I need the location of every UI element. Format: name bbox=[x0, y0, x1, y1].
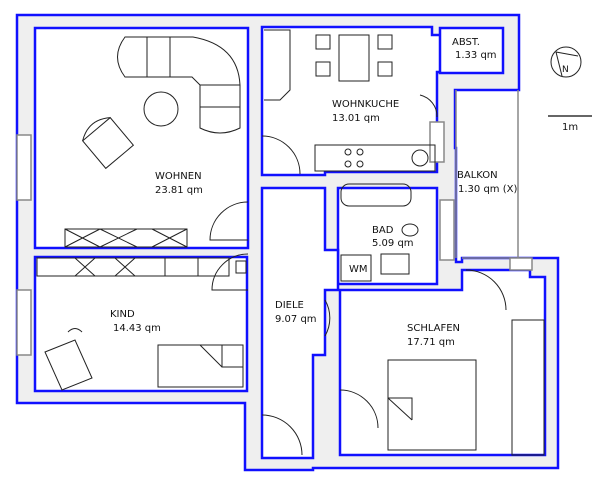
label-diele-name: DIELE bbox=[275, 300, 304, 311]
double-bed bbox=[387, 359, 477, 451]
label-bad-name: BAD bbox=[372, 225, 394, 236]
label-kind-name: KIND bbox=[110, 309, 135, 320]
sideboard-wohnen bbox=[64, 228, 188, 248]
toilet bbox=[401, 223, 419, 237]
chimney bbox=[235, 260, 247, 274]
bathtub bbox=[340, 183, 412, 207]
compass-label: N bbox=[562, 65, 569, 75]
scale-label: 1m bbox=[562, 122, 578, 133]
room-diele bbox=[260, 186, 340, 460]
room-kind bbox=[33, 255, 249, 393]
label-abst-area: 1.33 qm bbox=[455, 50, 497, 61]
label-wohnen-name: WOHNEN bbox=[155, 171, 202, 182]
label-bad-area: 5.09 qm bbox=[372, 238, 414, 249]
dining-table bbox=[315, 34, 393, 82]
washing-machine bbox=[340, 254, 372, 282]
label-schlafen-name: SCHLAFEN bbox=[407, 323, 460, 334]
label-balkon-area: 1.30 qm (X) bbox=[458, 184, 517, 195]
room-abst bbox=[438, 26, 505, 75]
shelf-kind bbox=[36, 257, 230, 277]
label-balkon-name: BALKON bbox=[457, 170, 498, 181]
bed-kind bbox=[157, 344, 244, 388]
north-arrow-icon: N bbox=[550, 46, 582, 78]
windows bbox=[16, 121, 533, 356]
armchair bbox=[81, 116, 135, 170]
sofa bbox=[117, 36, 241, 134]
label-kind-area: 14.43 qm bbox=[113, 323, 161, 334]
washbasin bbox=[380, 253, 410, 275]
washing-machine-label: WM bbox=[349, 264, 368, 275]
kitchen-cabinet bbox=[264, 29, 291, 101]
label-schlafen-area: 17.71 qm bbox=[407, 337, 455, 348]
desk bbox=[44, 339, 93, 391]
room-wohnen bbox=[33, 26, 250, 250]
label-abst-name: ABST. bbox=[452, 37, 480, 48]
desk-chair bbox=[67, 328, 83, 333]
kitchen-counter bbox=[314, 144, 436, 172]
scale-bar: 1m bbox=[548, 115, 592, 133]
label-wohnen-area: 23.81 qm bbox=[155, 185, 203, 196]
doors bbox=[209, 94, 507, 456]
label-kueche-area: 13.01 qm bbox=[332, 113, 380, 124]
label-diele-area: 9.07 qm bbox=[275, 314, 317, 325]
room-wohnkueche bbox=[260, 25, 445, 177]
wardrobe bbox=[511, 319, 545, 456]
room-bad bbox=[336, 186, 439, 286]
room-schlafen bbox=[338, 268, 547, 457]
coffee-table bbox=[143, 91, 179, 127]
label-kueche-name: WOHNKUCHE bbox=[332, 99, 399, 110]
